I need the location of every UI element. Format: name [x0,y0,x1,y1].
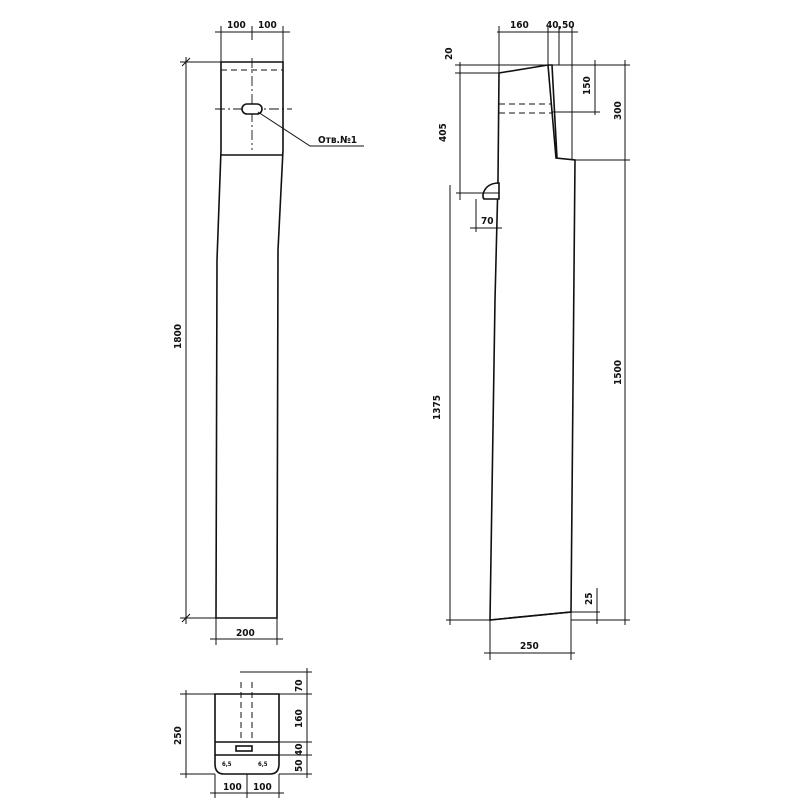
section-height-dim: 250 [173,726,184,745]
side-hook [482,182,500,200]
front-outline [215,61,284,619]
section-outline [214,693,280,775]
section-middle-dim: 160 [294,709,305,728]
section-slot [235,745,253,752]
section-dim-40: 40 [294,743,305,756]
side-outline [489,64,576,621]
side-hook-dim: 70 [481,216,494,227]
side-bottom-edge [489,611,572,621]
section-width-right: 100 [253,782,272,793]
front-height-tick-bottom [181,613,191,623]
front-top-dim-right: 100 [258,20,277,31]
hole-label: Отв.№1 [318,135,357,146]
side-top-width: 160 [510,20,529,31]
front-hole-slot [241,103,263,115]
side-top-offsets: 40,50 [546,20,574,31]
front-height-dim: 1800 [173,324,184,349]
side-view: 160 40,50 20 405 70 1375 150 300 1500 [432,20,630,660]
section-view: 6,5 6,5 250 70 160 40 50 100 100 [173,668,312,798]
side-bottom-dim: 250 [520,641,539,652]
side-upper-dim: 405 [438,123,449,142]
side-upper-height-dim: 300 [613,101,624,120]
side-lower-dim: 1375 [432,395,443,420]
section-top-dim: 70 [294,679,305,692]
front-bottom-dim: 200 [236,628,255,639]
section-dim-50: 50 [294,759,305,772]
section-width-left: 100 [223,782,242,793]
section-small-right: 6,5 [258,761,268,768]
side-main-dim: 1500 [613,360,624,385]
front-view: Отв.№1 100 100 1800 200 [173,20,364,645]
side-rise-dim: 25 [584,592,595,605]
front-height-tick-top [181,57,191,67]
front-top-dim-left: 100 [227,20,246,31]
section-small-left: 6,5 [222,761,232,768]
side-drop-dim: 20 [444,47,455,60]
side-notch-dim: 150 [582,76,593,95]
hole-leader [257,111,364,147]
